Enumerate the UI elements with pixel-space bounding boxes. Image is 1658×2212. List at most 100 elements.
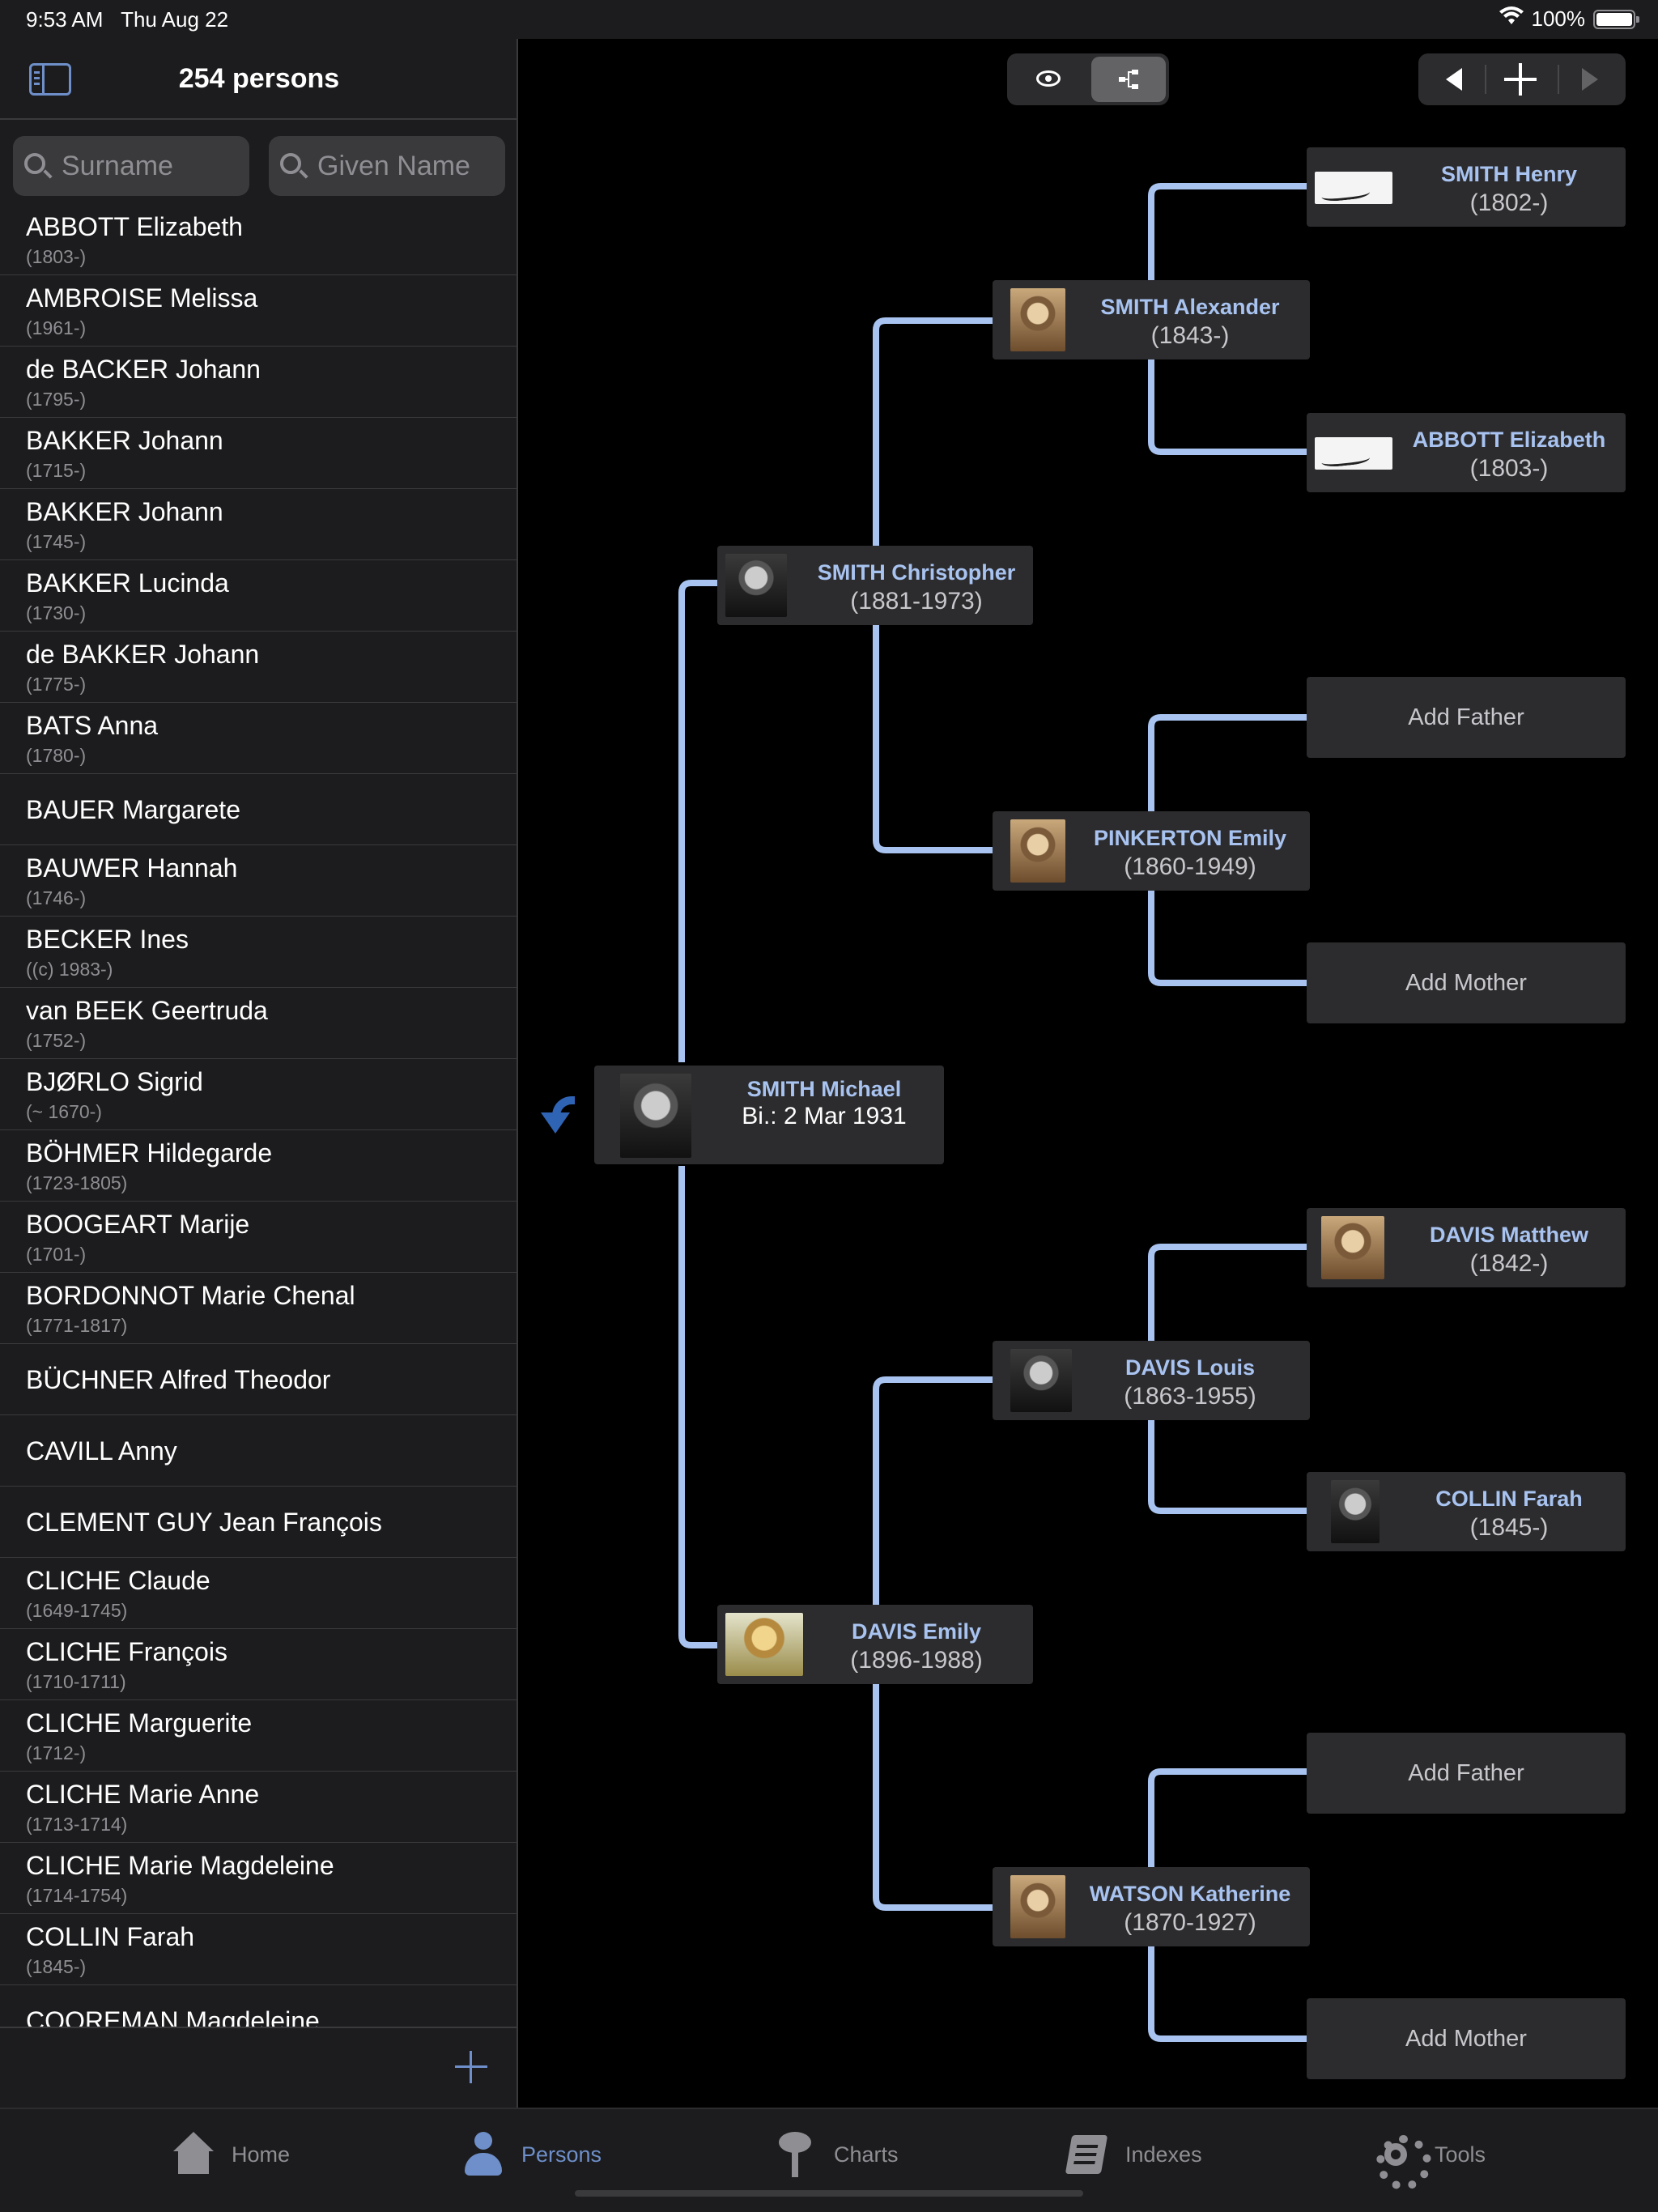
great-grandmother-card-3[interactable]: COLLIN Farah (1845-) (1307, 1472, 1626, 1551)
person-row[interactable]: BÖHMER Hildegarde(1723-1805) (0, 1130, 517, 1202)
maternal-grandfather-card[interactable]: DAVIS Louis (1863-1955) (993, 1341, 1310, 1420)
person-name: PINKERTON Emily (1093, 826, 1287, 850)
person-dates: (1870-1927) (1124, 1909, 1256, 1936)
tab-label: Home (232, 2142, 291, 2167)
book-icon (1064, 2132, 1111, 2177)
given-name-search-field[interactable]: Given Name (269, 136, 505, 196)
person-row-dates: (1713-1714) (26, 1814, 128, 1835)
person-photo (1010, 819, 1065, 883)
great-grandfather-card-3[interactable]: DAVIS Matthew (1842-) (1307, 1208, 1626, 1287)
person-row[interactable]: BECKER Ines((c) 1983-) (0, 917, 517, 988)
battery-percent: 100% (1531, 6, 1586, 31)
person-row-name: CLEMENT GUY Jean François (26, 1508, 382, 1537)
person-row[interactable]: CLICHE Marie Magdeleine (1714-1754) (0, 1843, 517, 1914)
person-row[interactable]: AMBROISE Melissa(1961-) (0, 275, 517, 347)
person-row-name: BATS Anna (26, 711, 159, 740)
person-icon (460, 2132, 507, 2177)
person-row-name: CLICHE Marie Magdeleine (26, 1851, 334, 1880)
mother-card[interactable]: DAVIS Emily (1896-1988) (717, 1605, 1033, 1684)
person-row[interactable]: CAVILL Anny (0, 1415, 517, 1487)
back-icon[interactable] (1446, 68, 1462, 91)
person-row-name: BORDONNOT Marie Chenal (26, 1281, 355, 1310)
nav-divider (1558, 65, 1559, 94)
tab-persons[interactable]: Persons (460, 2130, 602, 2179)
person-row[interactable]: ABBOTT Elizabeth(1803-) (0, 204, 517, 275)
add-mother-button[interactable]: Add Mother (1307, 942, 1626, 1023)
person-dates: (1845-) (1469, 1514, 1549, 1541)
status-time: 9:53 AM Thu Aug 22 (26, 7, 229, 32)
person-dates: (1860-1949) (1124, 853, 1256, 880)
add-mother-button[interactable]: Add Mother (1307, 1998, 1626, 2079)
view-mode-tree[interactable] (1091, 57, 1166, 102)
eye-icon (1036, 70, 1061, 87)
person-name: DAVIS Louis (1124, 1355, 1255, 1380)
maternal-grandmother-card[interactable]: WATSON Katherine (1870-1927) (993, 1867, 1310, 1946)
person-row[interactable]: CLICHE Claude(1649-1745) (0, 1558, 517, 1629)
center-icon[interactable] (1504, 63, 1537, 96)
person-row-dates: (1714-1754) (26, 1885, 128, 1906)
surname-search-field[interactable]: Surname (13, 136, 249, 196)
person-row[interactable]: BJØRLO Sigrid(~ 1670-) (0, 1059, 517, 1130)
person-row[interactable]: CLEMENT GUY Jean François (0, 1487, 517, 1558)
person-photo (620, 1074, 691, 1158)
add-person-icon[interactable] (455, 2051, 487, 2083)
person-dates: (1842-) (1469, 1250, 1549, 1277)
person-name: WATSON Katherine (1089, 1882, 1291, 1906)
tab-home[interactable]: Home (170, 2130, 290, 2179)
add-mother-label: Add Mother (1405, 970, 1527, 996)
tree-icon (772, 2132, 819, 2177)
paternal-grandfather-card[interactable]: SMITH Alexander (1843-) (993, 280, 1310, 359)
person-photo (1010, 1875, 1065, 1938)
person-row-name: AMBROISE Melissa (26, 283, 258, 313)
sidebar-footer (0, 2027, 517, 2108)
signature-photo (1315, 437, 1392, 470)
person-row[interactable]: BAUWER Hannah(1746-) (0, 845, 517, 917)
tab-charts[interactable]: Charts (772, 2130, 899, 2179)
person-row-dates: (1845-) (26, 1956, 87, 1977)
person-row-dates: (1745-) (26, 531, 87, 552)
person-row-name: CLICHE François (26, 1637, 227, 1666)
sidebar-toggle-icon[interactable] (29, 63, 71, 96)
person-row[interactable]: BAUER Margarete (0, 774, 517, 845)
person-row[interactable]: de BACKER Johann(1795-) (0, 347, 517, 418)
tab-indexes[interactable]: Indexes (1064, 2130, 1202, 2179)
person-row-name: CLICHE Marie Anne (26, 1780, 260, 1809)
person-row[interactable]: de BAKKER Johann(1775-) (0, 632, 517, 703)
person-row[interactable]: CLICHE Marie Anne (1713-1714) (0, 1772, 517, 1843)
person-row-name: ABBOTT Elizabeth (26, 212, 243, 241)
person-row[interactable]: van BEEK Geertruda(1752-) (0, 988, 517, 1059)
person-row[interactable]: BORDONNOT Marie Chenal (1771-1817) (0, 1273, 517, 1344)
add-father-button[interactable]: Add Father (1307, 1733, 1626, 1814)
person-row-name: CLICHE Marguerite (26, 1708, 253, 1738)
tab-label: Charts (834, 2142, 899, 2167)
back-to-root-icon[interactable] (538, 1093, 576, 1138)
person-row[interactable]: BAKKER Johann(1745-) (0, 489, 517, 560)
person-row-name: COLLIN Farah (26, 1922, 195, 1951)
root-person-card[interactable]: SMITH Michael Bi.: 2 Mar 1931 (594, 1066, 944, 1164)
person-row[interactable]: COOREMAN Magdeleine (0, 1985, 517, 2027)
person-row-name: de BAKKER Johann (26, 640, 260, 669)
person-name: COLLIN Farah (1435, 1487, 1583, 1511)
view-mode-eye[interactable] (1010, 57, 1085, 102)
great-grandmother-card-1[interactable]: ABBOTT Elizabeth (1803-) (1307, 413, 1626, 492)
person-row-dates: (1746-) (26, 887, 87, 908)
person-row-name: de BACKER Johann (26, 355, 261, 384)
person-dates: (1802-) (1469, 189, 1549, 216)
person-row[interactable]: BOOGEART Marije(1701-) (0, 1202, 517, 1273)
forward-icon[interactable] (1582, 68, 1598, 91)
tab-tools[interactable]: Tools (1373, 2130, 1486, 2190)
person-row[interactable]: BATS Anna(1780-) (0, 703, 517, 774)
person-row[interactable]: BÜCHNER Alfred Theodor (0, 1344, 517, 1415)
person-row[interactable]: CLICHE François(1710-1711) (0, 1629, 517, 1700)
person-row[interactable]: BAKKER Lucinda(1730-) (0, 560, 517, 632)
person-row[interactable]: CLICHE Marguerite(1712-) (0, 1700, 517, 1772)
paternal-grandmother-card[interactable]: PINKERTON Emily (1860-1949) (993, 811, 1310, 891)
great-grandfather-card-1[interactable]: SMITH Henry (1802-) (1307, 147, 1626, 227)
person-row[interactable]: BAKKER Johann(1715-) (0, 418, 517, 489)
person-photo (725, 1613, 803, 1676)
father-card[interactable]: SMITH Christopher (1881-1973) (717, 546, 1033, 625)
add-father-button[interactable]: Add Father (1307, 677, 1626, 758)
signature-photo (1315, 172, 1392, 204)
person-row-dates: (1771-1817) (26, 1315, 128, 1336)
person-row[interactable]: COLLIN Farah (1845-) (0, 1914, 517, 1985)
